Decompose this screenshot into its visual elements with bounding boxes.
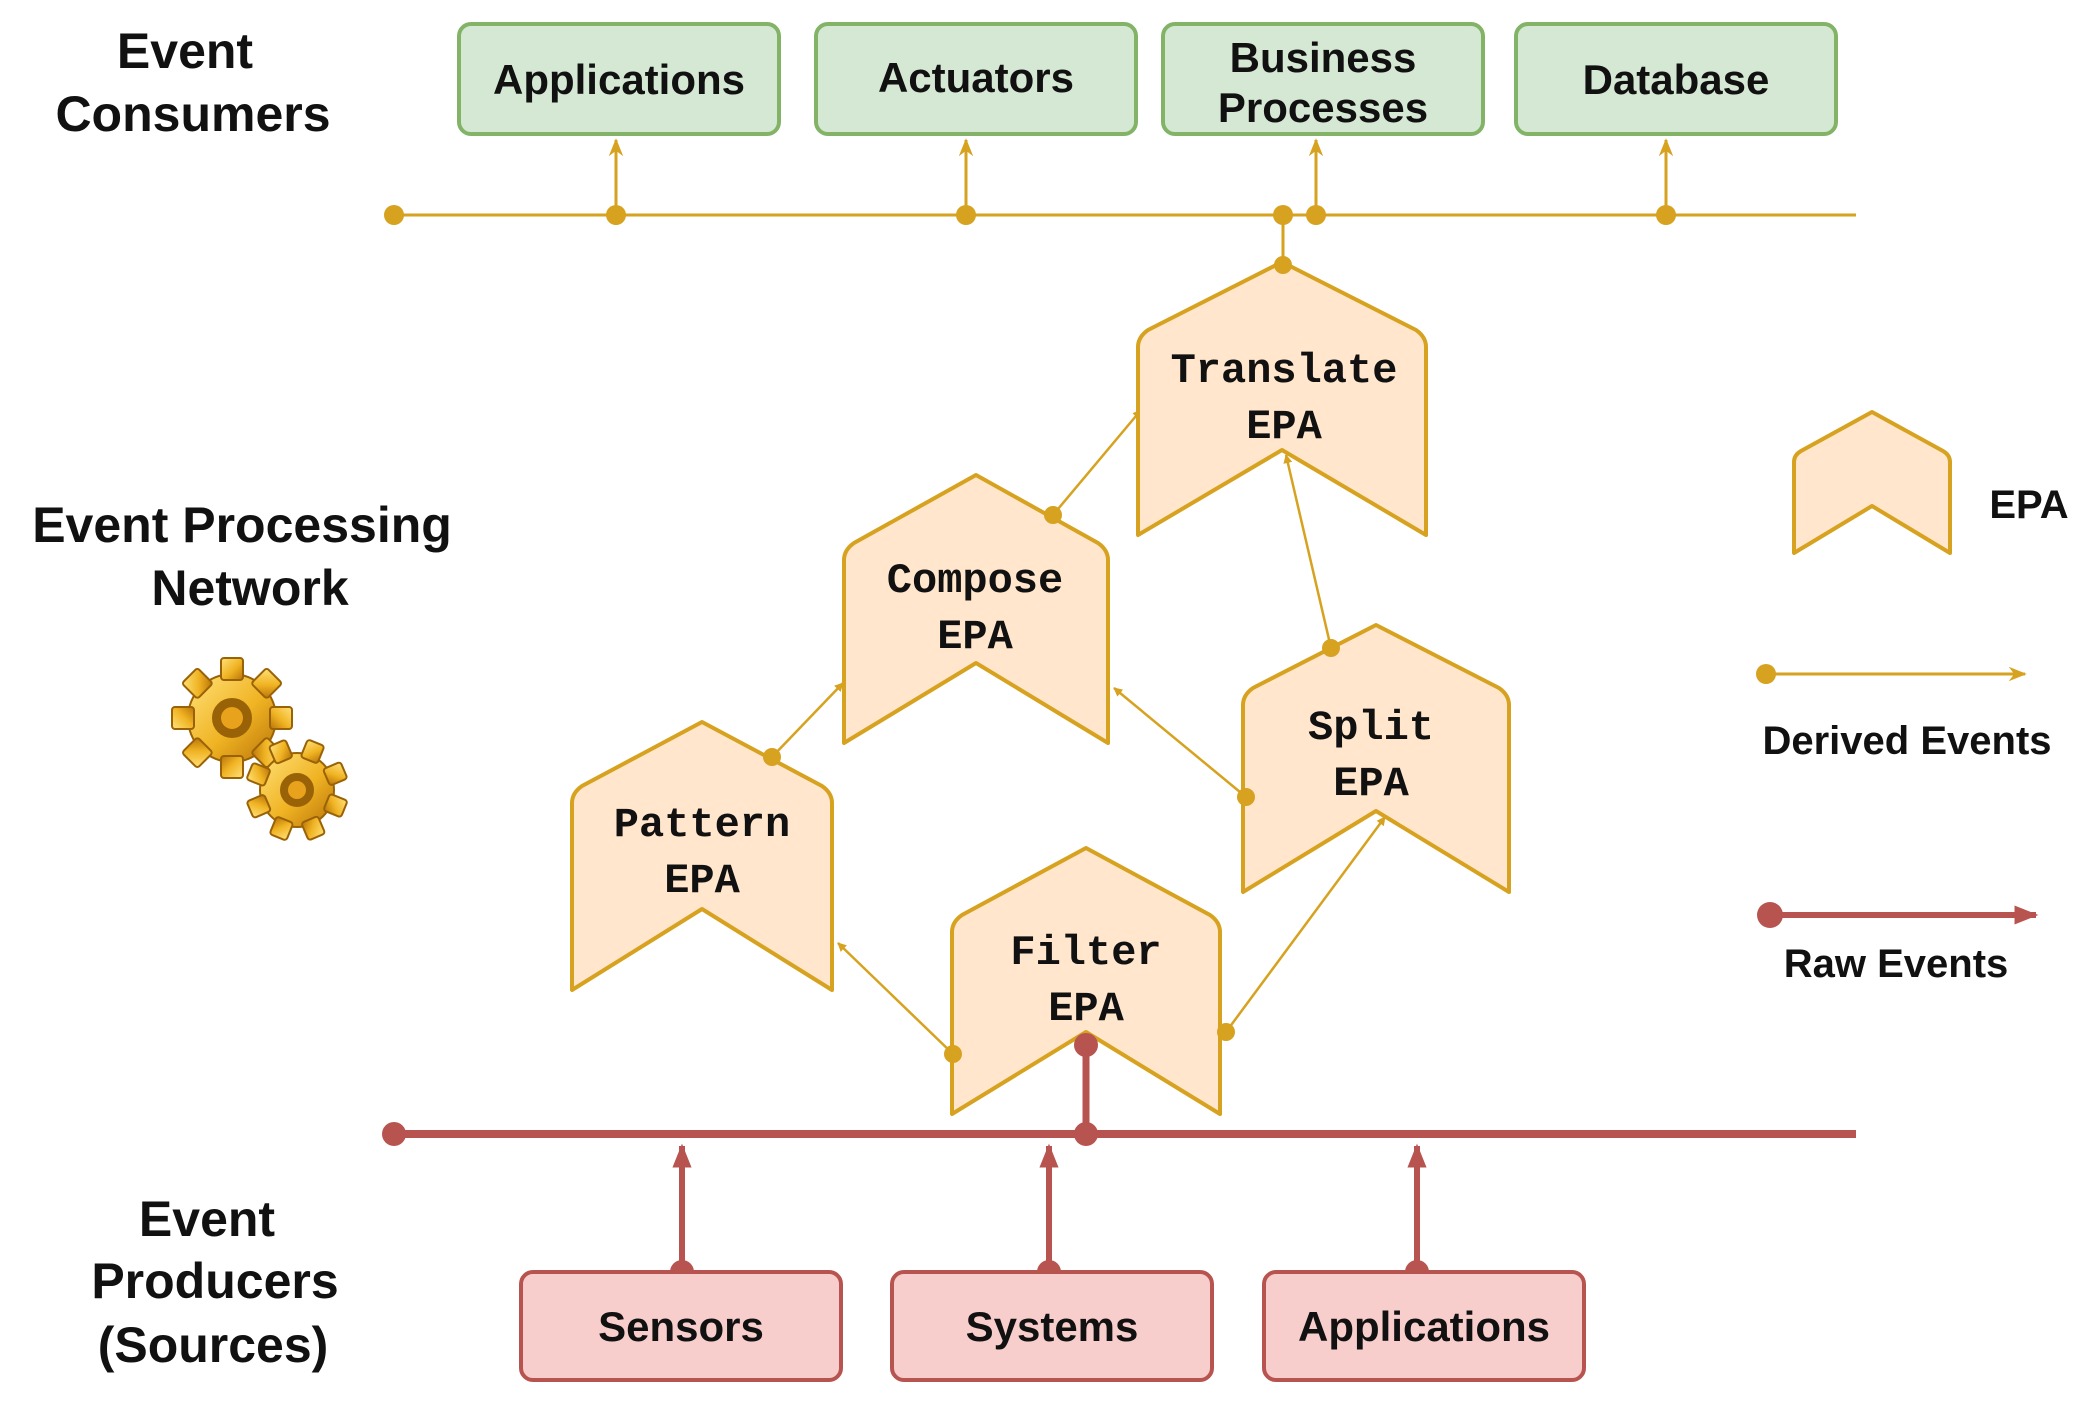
derived-event-dots: [763, 256, 1340, 1063]
consumer-business-label-line-2: Processes: [1218, 84, 1428, 131]
epa-compose: Compose EPA: [842, 473, 1110, 745]
epa-compose-label-line-1: Compose: [887, 557, 1063, 605]
legend-raw-events-label: Raw Events: [1784, 942, 2009, 986]
consumer-bus-dots: [384, 205, 1676, 225]
consumer-applications-box: Applications: [457, 22, 781, 136]
consumer-database-label: Database: [1583, 56, 1770, 103]
epa-pattern: Pattern EPA: [570, 720, 834, 992]
producer-systems-box: Systems: [890, 1270, 1214, 1382]
legend-epa: EPA: [1792, 410, 2069, 555]
consumer-business-label-line-1: Business: [1230, 34, 1417, 81]
legend: EPA Derived Events Raw Events: [1756, 410, 2069, 986]
derived-event-arrows: [771, 409, 1387, 1055]
network-label-line-2: Network: [151, 560, 348, 616]
consumer-applications-label: Applications: [493, 56, 745, 103]
epa-pattern-label-line-2: EPA: [664, 857, 740, 905]
epa-translate-label-line-1: Translate: [1171, 347, 1398, 395]
gears-icon: [171, 657, 348, 841]
producers-section-label: Event Producers (Sources): [91, 1191, 338, 1373]
epa-split: Split EPA: [1241, 623, 1511, 894]
consumers-label-line-1: Event: [117, 23, 254, 79]
epa-translate-label-line-2: EPA: [1246, 403, 1322, 451]
epa-translate: Translate EPA: [1136, 260, 1428, 537]
consumer-actuators-label: Actuators: [878, 54, 1074, 101]
producers-label-line-2: Producers: [91, 1253, 338, 1309]
epa-filter: Filter EPA: [950, 846, 1222, 1116]
legend-derived-events: Derived Events: [1756, 664, 2052, 763]
epa-pattern-label-line-1: Pattern: [614, 801, 790, 849]
epa-filter-label-line-2: EPA: [1048, 985, 1124, 1033]
consumers-section-label: Event Consumers: [55, 23, 330, 142]
producer-sensors-label: Sensors: [598, 1303, 764, 1350]
epa-compose-label-line-2: EPA: [937, 613, 1013, 661]
network-section-label: Event Processing Network: [32, 497, 452, 616]
consumers-label-line-2: Consumers: [55, 86, 330, 142]
consumer-actuators-box: Actuators: [814, 22, 1138, 136]
epa-filter-label-line-1: Filter: [1010, 929, 1161, 977]
network-label-line-1: Event Processing: [32, 497, 452, 553]
producers-label-line-3: (Sources): [98, 1317, 329, 1373]
epa-split-label-line-1: Split: [1308, 704, 1434, 752]
legend-raw-events: Raw Events: [1757, 902, 2039, 986]
producer-bus-dots: [382, 1033, 1429, 1284]
consumer-business-processes-box: Business Processes: [1161, 22, 1485, 136]
epa-split-label-line-2: EPA: [1333, 760, 1409, 808]
producer-applications-box: Applications: [1262, 1270, 1586, 1382]
legend-derived-events-label: Derived Events: [1762, 719, 2051, 763]
producers-label-line-1: Event: [139, 1191, 276, 1247]
producer-sensors-box: Sensors: [519, 1270, 843, 1382]
producer-applications-label: Applications: [1298, 1303, 1550, 1350]
producer-event-bus: [394, 1045, 1856, 1272]
consumer-event-bus: [394, 138, 1856, 265]
legend-epa-label: EPA: [1989, 483, 2068, 527]
producer-systems-label: Systems: [966, 1303, 1139, 1350]
consumer-database-box: Database: [1514, 22, 1838, 136]
